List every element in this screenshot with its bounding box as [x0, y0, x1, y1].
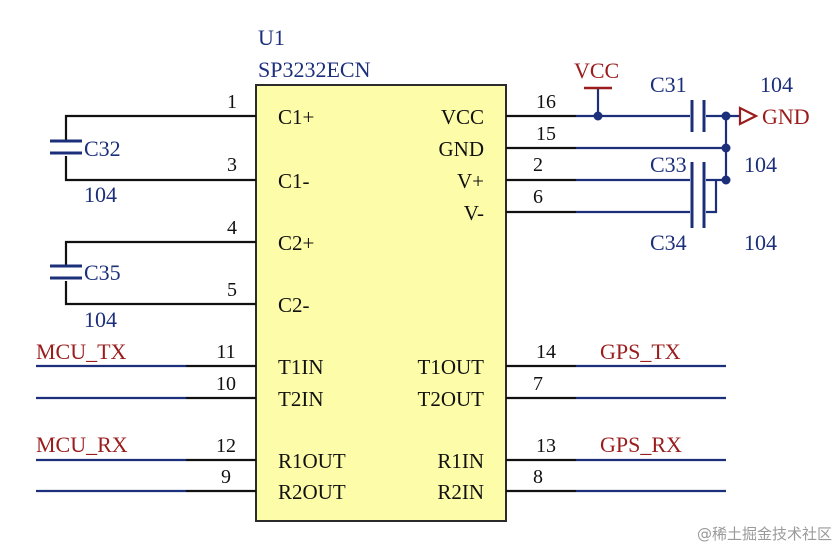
- pin-number-12: 12: [216, 435, 236, 457]
- capacitor-c35-ref: C35: [84, 260, 121, 285]
- capacitor-c31: [690, 100, 706, 132]
- capacitor-c34: [690, 196, 706, 228]
- net-label-gps-rx: GPS_RX: [600, 432, 682, 457]
- junction-vcc: [593, 111, 603, 121]
- pin-name-r1in: R1IN: [437, 449, 484, 473]
- capacitor-c35: [50, 264, 82, 281]
- net-label-gps-tx: GPS_TX: [600, 339, 681, 364]
- vcc-port-label: VCC: [574, 58, 619, 83]
- pin-number-13: 13: [536, 435, 556, 457]
- chip-designator: U1: [258, 25, 285, 50]
- pin-name-r1out: R1OUT: [278, 449, 346, 473]
- pin-number-16: 16: [536, 91, 556, 113]
- pin-name-c1-plus: C1+: [278, 105, 314, 129]
- pin-name-v-minus: V-: [464, 201, 484, 225]
- capacitor-c35-value: 104: [84, 307, 117, 332]
- pin-name-t1in: T1IN: [278, 355, 324, 379]
- pin-number-10: 10: [216, 373, 236, 395]
- pin-name-t1out: T1OUT: [418, 355, 485, 379]
- pin-name-vcc: VCC: [441, 105, 484, 129]
- gnd-port-label: GND: [762, 104, 810, 129]
- pin-number-9: 9: [221, 466, 231, 488]
- pin-name-t2out: T2OUT: [418, 387, 485, 411]
- capacitor-c33: [690, 162, 706, 198]
- capacitor-c32-value: 104: [84, 182, 117, 207]
- pin-name-t2in: T2IN: [278, 387, 324, 411]
- pin-number-14: 14: [536, 341, 556, 363]
- pin-number-11: 11: [216, 341, 235, 363]
- chip-part-number: SP3232ECN: [258, 57, 371, 82]
- capacitor-c31-value: 104: [760, 72, 793, 97]
- capacitor-c31-ref: C31: [650, 72, 687, 97]
- capacitor-c34-value: 104: [744, 230, 777, 255]
- pin-name-r2in: R2IN: [437, 480, 484, 504]
- net-label-mcu-tx: MCU_TX: [36, 339, 127, 364]
- pin-number-8: 8: [533, 466, 543, 488]
- capacitor-c34-ref: C34: [650, 230, 687, 255]
- pin-number-7: 7: [533, 373, 543, 395]
- pin-name-r2out: R2OUT: [278, 480, 346, 504]
- pin-number-6: 6: [533, 186, 543, 208]
- capacitor-c33-value: 104: [744, 152, 777, 177]
- pin-name-c2-minus: C2-: [278, 293, 310, 317]
- pin-number-3: 3: [227, 154, 237, 176]
- chip-body: [255, 84, 507, 522]
- pin-number-5: 5: [227, 279, 237, 301]
- watermark-text: @稀土掘金技术社区: [697, 525, 832, 543]
- pin-number-15: 15: [536, 123, 556, 145]
- net-label-mcu-rx: MCU_RX: [36, 432, 128, 457]
- net-c34-gnd-wire: [706, 180, 718, 214]
- pin-name-c2-plus: C2+: [278, 231, 314, 255]
- pin-name-c1-minus: C1-: [278, 169, 310, 193]
- capacitor-c32-ref: C32: [84, 136, 121, 161]
- gnd-port-symbol: [738, 106, 759, 126]
- pin-number-4: 4: [227, 217, 237, 239]
- capacitor-c32: [50, 139, 82, 156]
- pin-number-2: 2: [533, 154, 543, 176]
- pin-name-gnd: GND: [439, 137, 485, 161]
- pin-number-1: 1: [227, 91, 237, 113]
- capacitor-c33-ref: C33: [650, 152, 687, 177]
- pin-name-v-plus: V+: [457, 169, 484, 193]
- junction-gnd-top: [721, 111, 731, 121]
